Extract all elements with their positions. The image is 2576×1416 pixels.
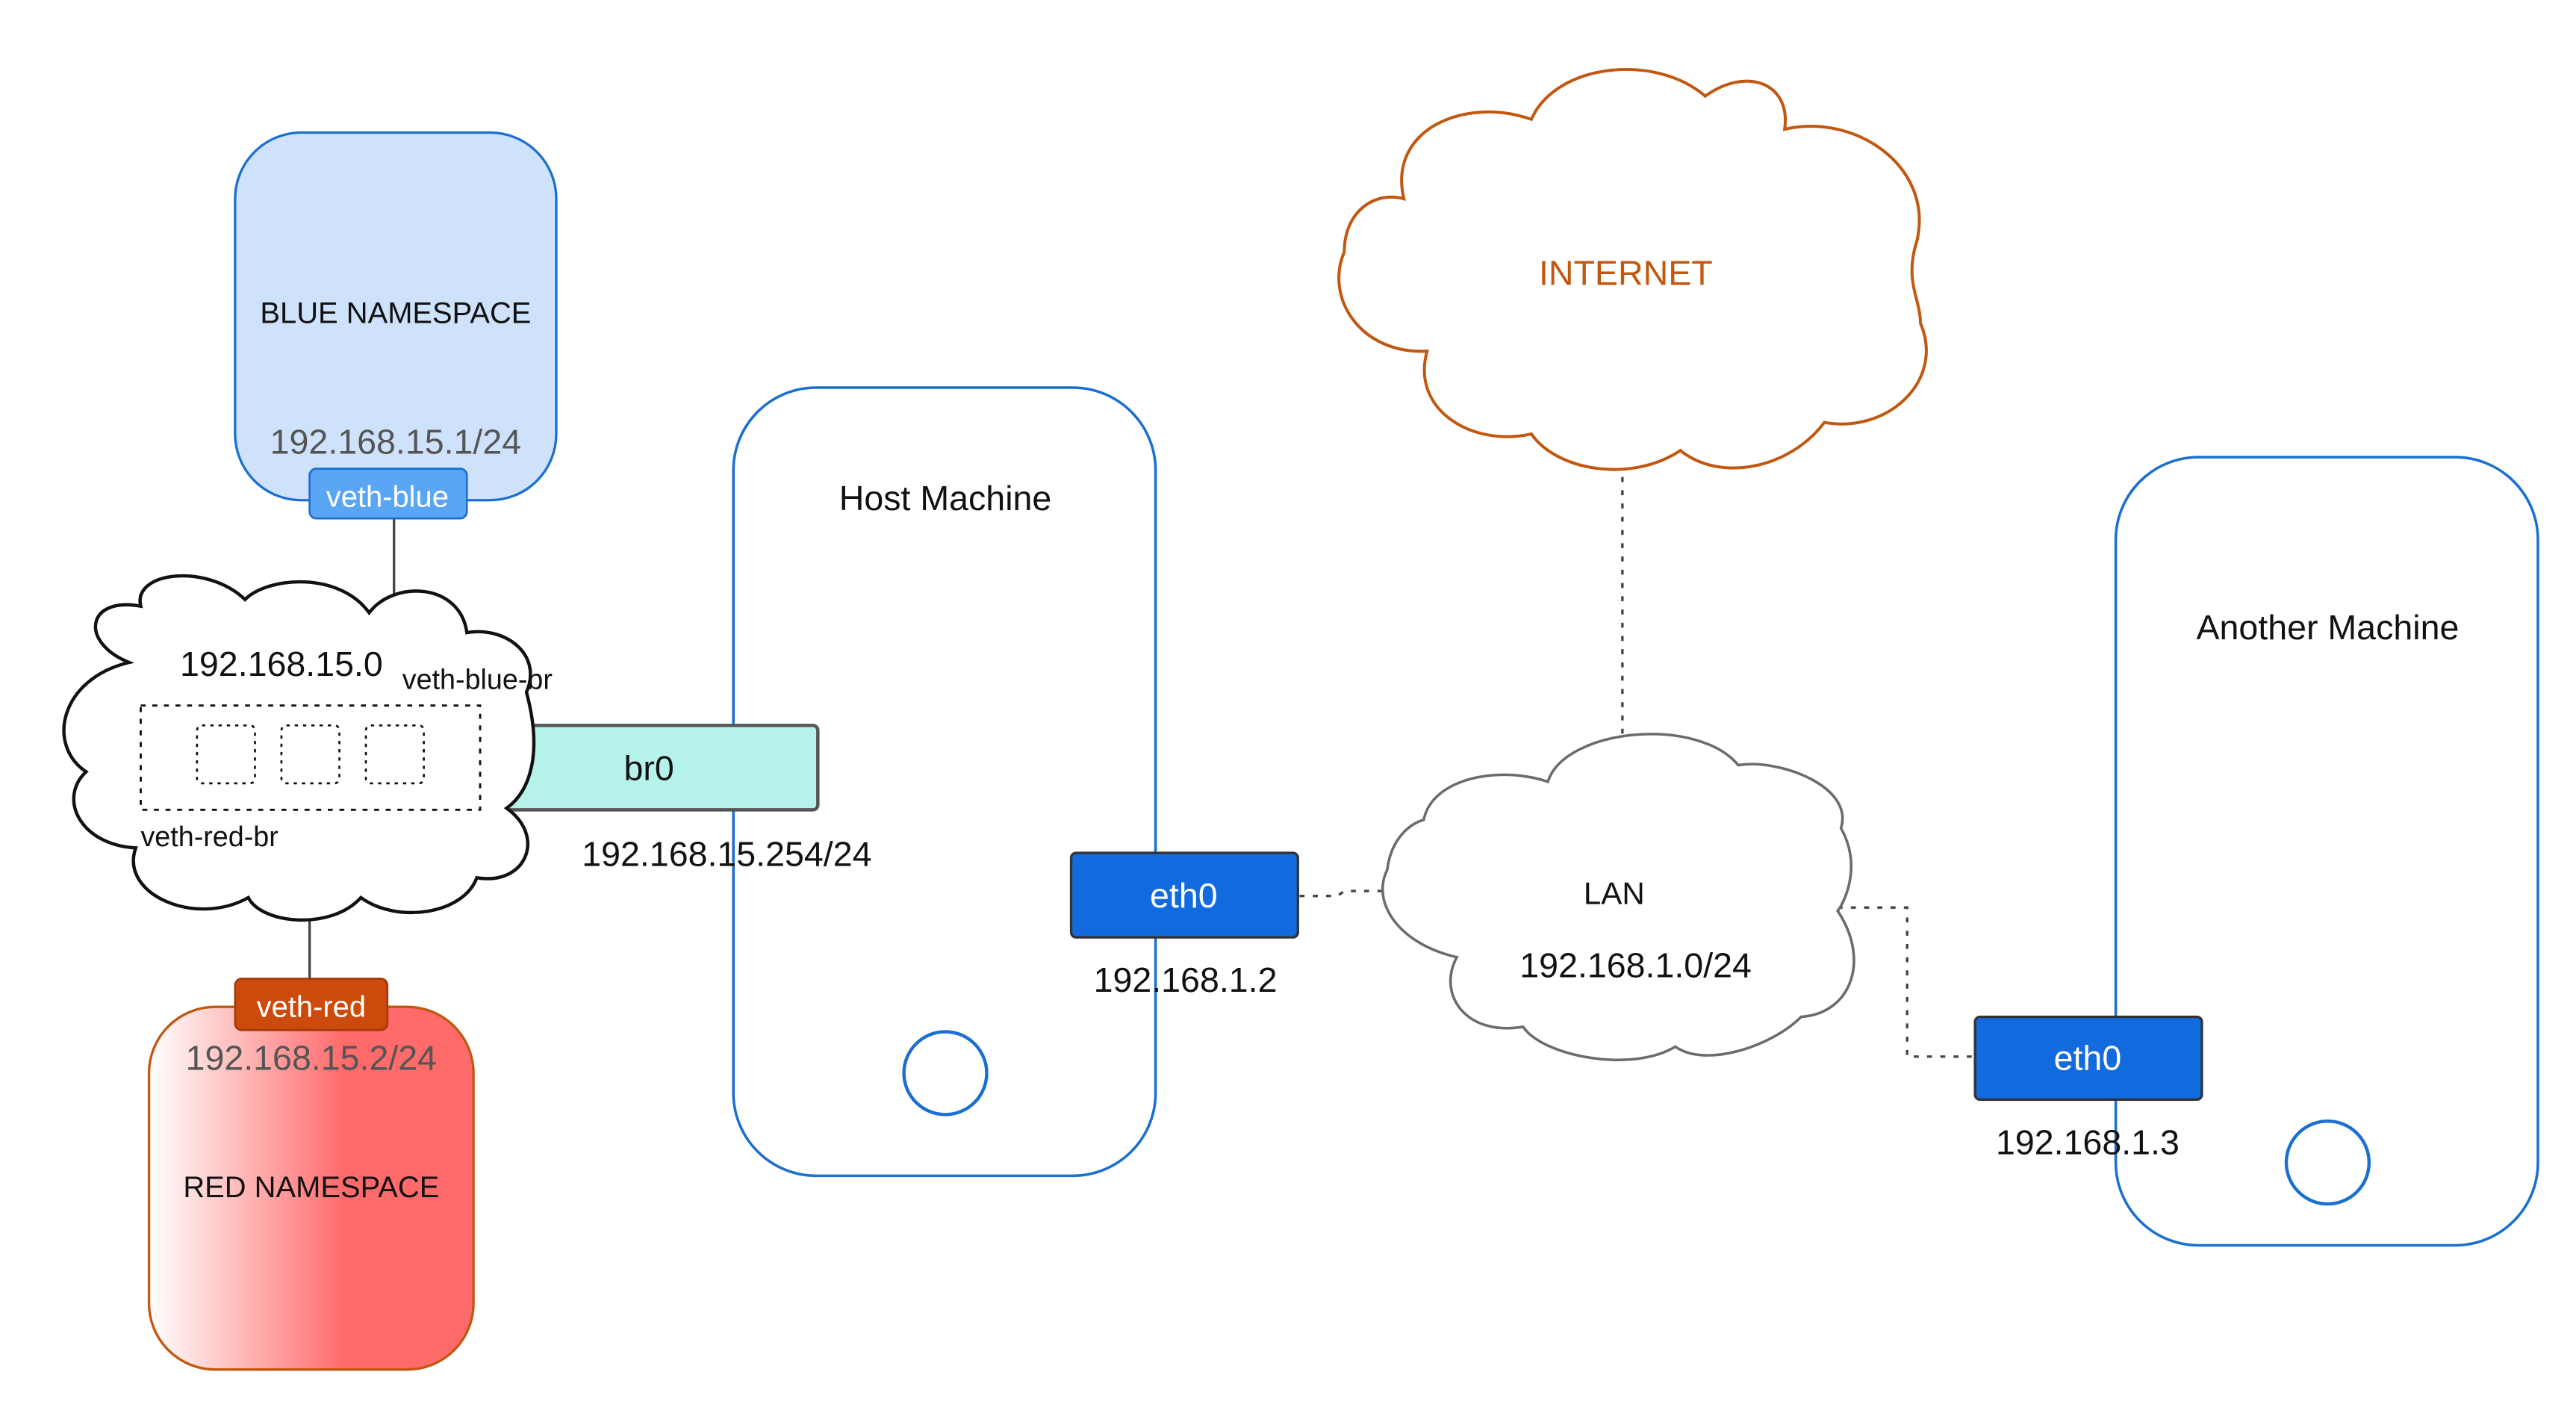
internet-cloud-shape <box>1337 68 1928 471</box>
host-eth0-box <box>1069 851 1299 939</box>
another-eth0-ip: 192.168.1.3 <box>1996 1123 2180 1162</box>
bridge-port <box>364 724 425 785</box>
internet-cloud: INTERNET <box>1337 68 1928 471</box>
bridge-port <box>280 724 340 785</box>
br0-label: br0 <box>624 748 674 787</box>
another-machine-frame <box>2114 456 2539 1247</box>
host-eth0-lan-link <box>1299 889 1383 898</box>
blue-namespace-title: BLUE NAMESPACE <box>260 296 531 329</box>
veth-blue-br-label: veth-blue-br <box>402 664 553 695</box>
red-namespace-title: RED NAMESPACE <box>183 1171 439 1204</box>
bridge-port <box>196 724 256 785</box>
home-button-icon <box>902 1030 989 1117</box>
host-eth0-label: eth0 <box>1150 876 1218 915</box>
red-namespace-ip: 192.168.15.2/24 <box>186 1038 437 1077</box>
blue-namespace-ip: 192.168.15.1/24 <box>270 423 522 462</box>
another-eth0-box <box>1973 1015 2203 1102</box>
internet-label: INTERNET <box>1539 253 1713 292</box>
lan-subnet: 192.168.1.0/24 <box>1519 945 1752 984</box>
bridge-port-group <box>140 704 482 811</box>
host-machine: Host Machine <box>732 386 1157 1178</box>
bridge-cloud-shape <box>62 574 536 922</box>
veth-blue-label: veth-blue <box>326 481 449 514</box>
veth-red-label: veth-red <box>257 991 366 1024</box>
lan-another-eth0-link <box>1838 906 1976 1058</box>
another-machine: Another Machine <box>2114 456 2539 1247</box>
bridge: br0 192.168.15.254/24 <box>494 724 871 874</box>
another-eth0: eth0 192.168.1.3 <box>1973 1015 2203 1162</box>
lan-cloud-shape <box>1381 733 1855 1061</box>
another-eth0-label: eth0 <box>2054 1038 2122 1077</box>
bridge-cloud: 192.168.15.0 veth-blue-br veth-red-br <box>62 574 553 922</box>
lan-cloud: LAN 192.168.1.0/24 <box>1381 733 1855 1061</box>
home-button-icon <box>2284 1119 2371 1206</box>
veth-red-br-label: veth-red-br <box>140 821 278 852</box>
blue-namespace: BLUE NAMESPACE 192.168.15.1/24 veth-blue <box>234 131 558 520</box>
another-machine-title: Another Machine <box>2196 608 2459 647</box>
lan-label: LAN <box>1584 876 1645 911</box>
veth-red-box <box>234 978 389 1031</box>
br0-ip: 192.168.15.254/24 <box>582 835 871 874</box>
veth-blue-box <box>308 468 468 520</box>
host-eth0-ip: 192.168.1.2 <box>1094 960 1278 999</box>
host-machine-title: Host Machine <box>839 479 1052 518</box>
bridge-subnet: 192.168.15.0 <box>180 645 383 683</box>
red-namespace: RED NAMESPACE 192.168.15.2/24 veth-red <box>147 978 475 1371</box>
host-eth0: eth0 192.168.1.2 <box>1069 851 1299 999</box>
